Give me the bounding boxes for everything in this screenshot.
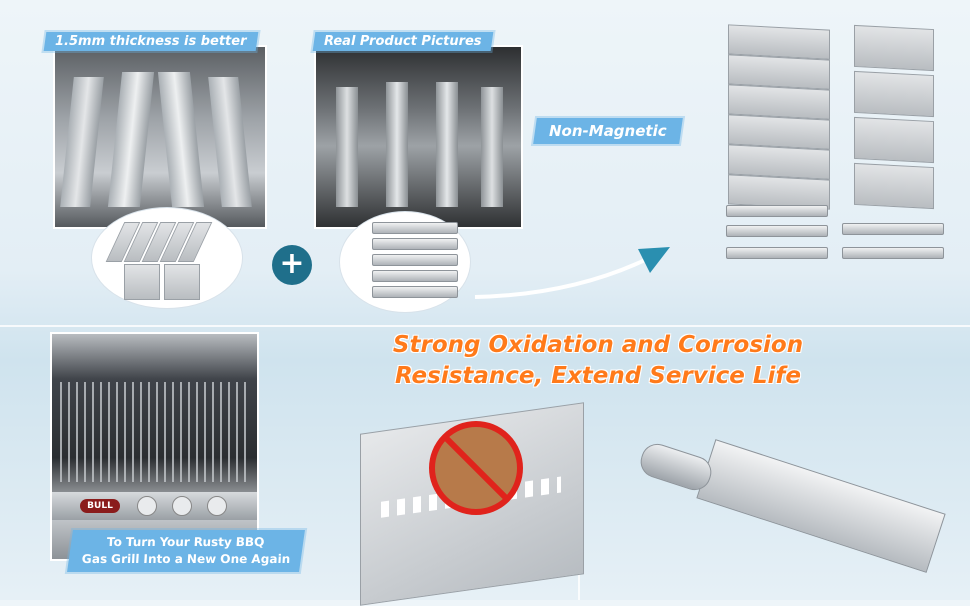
burner-closeup <box>636 439 946 573</box>
divider <box>0 325 970 327</box>
heat-plates-photo <box>53 45 267 229</box>
caption-label: To Turn Your Rusty BBQ Gas Grill Into a N… <box>67 530 306 572</box>
plus-icon: + <box>272 245 312 285</box>
arrow-icon <box>474 247 670 299</box>
product-kit <box>722 24 960 270</box>
burner-item <box>372 238 458 250</box>
caption-line-1: To Turn Your Rusty BBQ <box>106 535 266 549</box>
flat-plate <box>164 264 200 300</box>
caption-line-2: Gas Grill Into a New One Again <box>80 552 292 566</box>
grill-brand: BULL <box>80 499 120 513</box>
plates-stack <box>105 222 213 262</box>
flat-plate <box>124 264 160 300</box>
headline-line-1: Strong Oxidation and Corrosion <box>392 332 804 358</box>
headline-line-2: Resistance, Extend Service Life <box>394 363 802 389</box>
no-rust-icon <box>429 421 523 515</box>
non-magnetic-label: Non-Magnetic <box>533 118 683 144</box>
burner-item <box>372 286 458 298</box>
burner-item <box>372 222 458 234</box>
headline: Strong Oxidation and Corrosion Resistanc… <box>388 330 808 392</box>
real-pictures-label: Real Product Pictures <box>312 32 493 51</box>
grill-photo: BULL <box>50 332 259 561</box>
burner-item <box>372 270 458 282</box>
thickness-label: 1.5mm thickness is better <box>43 32 258 51</box>
burner-item <box>372 254 458 266</box>
burners-photo <box>314 45 523 229</box>
